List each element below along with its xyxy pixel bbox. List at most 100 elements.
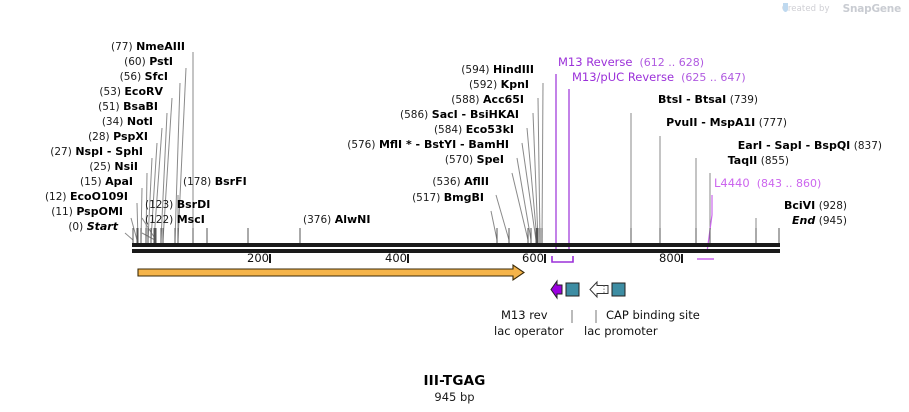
enzyme-label-bsrdi[interactable]: (123) BsrDI (145, 198, 210, 212)
enzyme-position: (777) (758, 117, 787, 129)
primer-label-l4440[interactable]: L4440 (843 .. 860) (714, 176, 822, 191)
enzyme-position: (570) (444, 154, 474, 166)
enzyme-label-taqii[interactable]: TaqII (855) (728, 154, 789, 168)
ruler-tick-400: 400 (385, 251, 407, 265)
enzyme-label-nsii[interactable]: (25) NsiI (89, 160, 138, 174)
enzyme-label-kpni[interactable]: (592) KpnI (469, 78, 529, 92)
lac-operator-box-icon (565, 282, 580, 297)
enzyme-name: EcoO109I (70, 190, 128, 203)
m13-rev-arrow-icon (550, 279, 563, 300)
feature-label-m13-rev[interactable]: M13 rev (501, 308, 548, 322)
primer-name: L4440 (714, 176, 750, 190)
enzyme-name: BmgBI (443, 191, 484, 204)
enzyme-label-mfli-bstyi-bamhi[interactable]: (576) MflI * - BstYI - BamHI (347, 138, 509, 152)
enzyme-name: BsaBI (123, 100, 158, 113)
enzyme-label-psti[interactable]: (60) PstI (124, 55, 173, 69)
enzyme-label-ecoo109i[interactable]: (12) EcoO109I (45, 190, 128, 204)
enzyme-position: (178) (183, 176, 212, 188)
page-title: III-TGAG (423, 373, 486, 389)
primer-range: (625 .. 647) (681, 71, 746, 84)
enzyme-label-spei[interactable]: (570) SpeI (445, 153, 504, 167)
enzyme-label-sfci[interactable]: (56) SfcI (120, 70, 168, 84)
enzyme-label-start[interactable]: (0) Start (68, 220, 118, 234)
primer-name: M13 Reverse (558, 55, 633, 69)
enzyme-name: EarI - SapI - BspQI (737, 139, 851, 152)
enzyme-label-pspxi[interactable]: (28) PspXI (88, 130, 148, 144)
enzyme-position: (12) (44, 191, 67, 203)
enzyme-name: PvuII - MspA1I (666, 116, 756, 129)
enzyme-label-hindiii[interactable]: (594) HindIII (461, 63, 534, 77)
snapgene-watermark: Created by SnapGene (782, 3, 901, 15)
enzyme-label-aflii[interactable]: (536) AflII (432, 175, 489, 189)
enzyme-name: BsrFI (214, 175, 247, 188)
feature-label-lac-promoter[interactable]: lac promoter (584, 324, 658, 338)
enzyme-name: BciVI (783, 199, 816, 212)
restriction-site-ticks (132, 228, 780, 243)
enzyme-label-msci[interactable]: (122) MscI (145, 213, 205, 227)
primer-footprint-m13 (551, 256, 574, 263)
enzyme-position: (928) (818, 200, 847, 212)
enzyme-position: (77) (111, 41, 133, 53)
enzyme-name: PspOMI (76, 205, 123, 218)
primer-label-m13-puc-reverse[interactable]: M13/pUC Reverse (625 .. 647) (572, 70, 746, 85)
enzyme-label-nmeaiii[interactable]: (77) NmeAIII (111, 40, 185, 54)
watermark-prefix: Created by (781, 4, 830, 14)
enzyme-name: SfcI (144, 70, 168, 83)
enzyme-name: NmeAIII (136, 40, 185, 53)
enzyme-position: (27) (50, 146, 72, 158)
enzyme-label-pvuii-mspa1i[interactable]: PvuII - MspA1I (777) (666, 116, 787, 130)
enzyme-label-eari-sapi-bspqi[interactable]: EarI - SapI - BspQI (837) (738, 139, 882, 153)
feature-glyphs (550, 279, 626, 300)
enzyme-name: MflI * - BstYI - BamHI (378, 138, 509, 151)
enzyme-label-bsrfi[interactable]: (178) BsrFI (183, 175, 247, 189)
enzyme-label-bsabi[interactable]: (51) BsaBI (98, 100, 158, 114)
enzyme-label-end[interactable]: End (945) (792, 214, 847, 228)
primer-range: (843 .. 860) (756, 177, 822, 190)
enzyme-name: PspXI (113, 130, 148, 143)
enzyme-position: (51) (98, 101, 120, 113)
ruler-tick-600: 600 (522, 251, 544, 265)
enzyme-label-ecorv[interactable]: (53) EcoRV (99, 85, 163, 99)
snapgene-logo-icon (782, 3, 840, 15)
enzyme-name: NsiI (114, 160, 138, 173)
enzyme-position: (588) (451, 94, 480, 106)
enzyme-label-noti[interactable]: (34) NotI (102, 115, 153, 129)
enzyme-name: SpeI (476, 153, 504, 166)
primer-label-m13-reverse[interactable]: M13 Reverse (612 .. 628) (558, 55, 704, 70)
enzyme-position: (25) (89, 161, 111, 173)
enzyme-label-btsi-btsai[interactable]: BtsI - BtsaI (739) (658, 93, 758, 107)
enzyme-position: (0) (68, 221, 84, 233)
enzyme-label-bmgbi[interactable]: (517) BmgBI (412, 191, 484, 205)
enzyme-position: (594) (461, 64, 490, 76)
primer-name: M13/pUC Reverse (572, 70, 675, 84)
enzyme-name: Acc65I (483, 93, 524, 106)
enzyme-label-saci-bsihkai[interactable]: (586) SacI - BsiHKAI (400, 108, 519, 122)
enzyme-name: BsrDI (176, 198, 211, 211)
enzyme-position: (122) (145, 214, 174, 226)
enzyme-position: (739) (729, 94, 758, 106)
enzyme-label-alwni[interactable]: (376) AlwNI (303, 213, 370, 227)
enzyme-label-pspomi[interactable]: (11) PspOMI (51, 205, 123, 219)
enzyme-name: ApaI (105, 175, 133, 188)
enzyme-label-nspi-sphi[interactable]: (27) NspI - SphI (50, 145, 143, 159)
feature-label-cap-binding-site[interactable]: CAP binding site (606, 308, 700, 322)
enzyme-label-bcivi[interactable]: BciVI (928) (784, 199, 847, 213)
enzyme-position: (56) (119, 71, 142, 83)
enzyme-position: (60) (124, 56, 146, 68)
enzyme-label-acc65i[interactable]: (588) Acc65I (451, 93, 524, 107)
enzyme-position: (517) (412, 192, 441, 204)
enzyme-position: (28) (88, 131, 110, 143)
enzyme-name: EcoRV (124, 85, 163, 98)
enzyme-position: (34) (101, 116, 124, 128)
enzyme-label-eco53ki[interactable]: (584) Eco53kI (434, 123, 514, 137)
enzyme-label-apai[interactable]: (15) ApaI (80, 175, 133, 189)
enzyme-name: MscI (176, 213, 205, 226)
cap-binding-site-box-icon (611, 282, 626, 297)
enzyme-position: (15) (80, 176, 102, 188)
feature-label-lac-operator[interactable]: lac operator (494, 324, 564, 338)
ruler-ticks (269, 254, 683, 263)
enzyme-name: AflII (464, 175, 489, 188)
enzyme-position: (586) (400, 109, 429, 121)
enzyme-name: KpnI (500, 78, 529, 91)
